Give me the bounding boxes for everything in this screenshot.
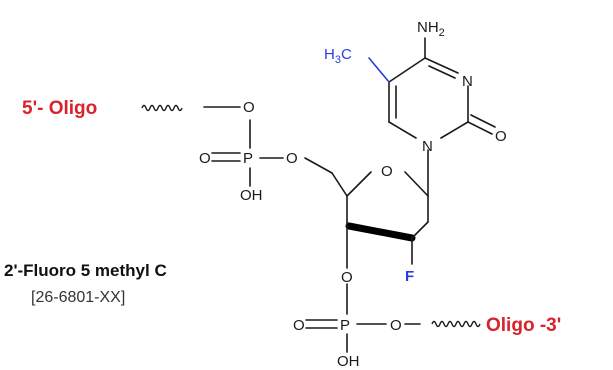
atom-p-bottom: P: [340, 317, 350, 334]
bond-c2-o: [467, 121, 493, 135]
bond-c5-c4: [388, 57, 426, 83]
bond-c2-n1: [440, 121, 469, 139]
bond-c3prime-c2prime-bold: [345, 222, 416, 242]
atom-n3: N: [462, 73, 473, 90]
bond-c5prime-o5prime: [304, 157, 333, 174]
compound-name: 2'-Fluoro 5 methyl C: [4, 261, 167, 280]
bonds: [203, 37, 496, 353]
bond-c2prime-c1prime-front: [411, 221, 429, 239]
bond-c4prime-c5prime: [331, 172, 348, 197]
atom-nh2: NH2: [417, 19, 445, 39]
atom-o-top-right: O: [286, 150, 298, 167]
atom-o-top-double: O: [199, 150, 211, 167]
catalog-code: [26-6801-XX]: [31, 289, 125, 306]
bond-c5-methyl: [368, 57, 390, 83]
atom-o-ring: O: [381, 163, 393, 180]
atom-o-top-up: O: [243, 99, 255, 116]
atom-o-bottom-double: O: [293, 317, 305, 334]
atom-p-top: P: [243, 150, 253, 167]
atom-o3prime: O: [341, 269, 353, 286]
bond-c4-n3: [424, 57, 459, 74]
atom-methyl: H3C: [324, 46, 352, 66]
bond-o4prime-c4prime: [346, 171, 372, 197]
atom-oh-bottom: OH: [337, 353, 360, 370]
bond-c1prime-o4prime: [404, 171, 429, 197]
five-prime-oligo-label: 5'- Oligo: [22, 98, 97, 119]
atom-labels: NH2 H3C N N O O F O O P O OH O O P O OH: [199, 19, 507, 370]
three-prime-oligo-label: Oligo -3': [486, 315, 561, 336]
wavy-linker-bottom: [431, 320, 481, 328]
atom-oh-top: OH: [240, 187, 263, 204]
atom-o-bottom-right: O: [390, 317, 402, 334]
atom-fluorine: F: [405, 268, 414, 285]
atom-n1: N: [422, 138, 433, 155]
bond-n1-c6: [388, 121, 417, 139]
bond-c2-o-double: [470, 114, 496, 128]
wavy-linker-top: [141, 104, 183, 112]
bond-c4-n3-double: [428, 65, 456, 79]
atom-o-carbonyl: O: [495, 128, 507, 145]
